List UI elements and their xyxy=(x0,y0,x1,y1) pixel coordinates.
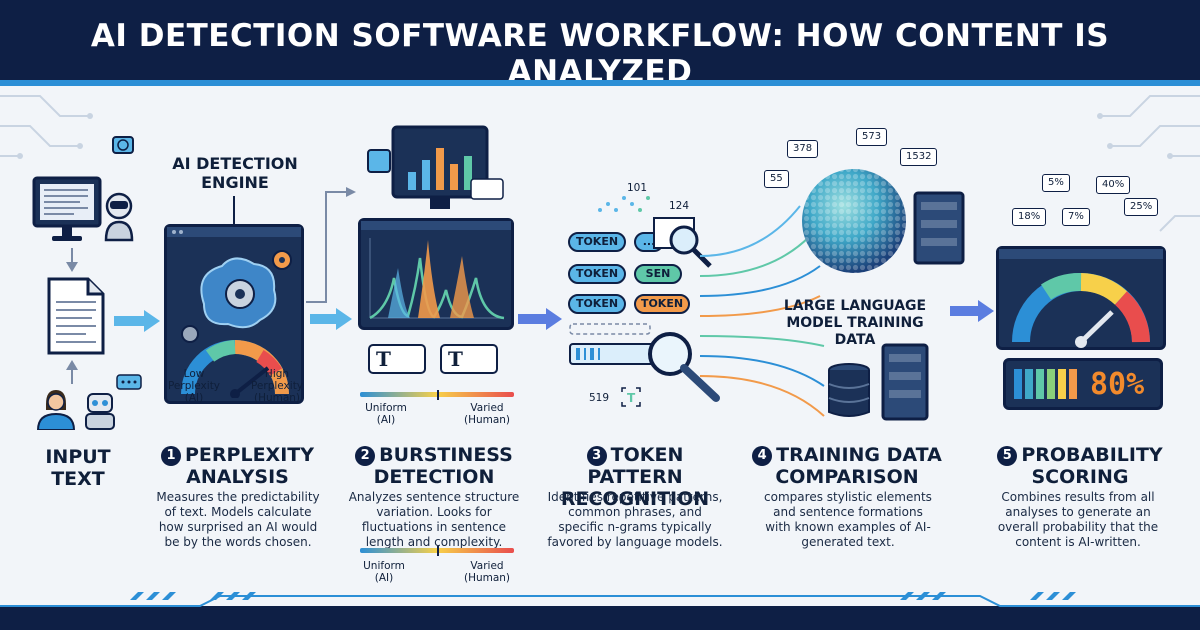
stage-4-description: compares stylistic elements and sentence… xyxy=(764,490,932,549)
score-chip-1: 5% xyxy=(1042,174,1070,192)
flow-arrow-3 xyxy=(518,308,562,330)
token-row-2-left: TOKEN xyxy=(568,264,626,284)
server-rack-top-icon xyxy=(913,191,965,265)
circuit-decoration xyxy=(0,95,1200,232)
llm-chip-1: 378 xyxy=(787,140,819,158)
database-icon xyxy=(828,363,870,417)
data-flow-lines xyxy=(700,205,825,417)
stage-1-description: Measures the predictability of text. Mod… xyxy=(156,490,320,549)
page-title: AI DETECTION SOFTWARE WORKFLOW: HOW CONT… xyxy=(90,18,1110,90)
token-number-124: 124 xyxy=(668,200,690,212)
burstiness-scale-top xyxy=(360,390,514,400)
score-chip-2: 18% xyxy=(1012,208,1047,226)
stage-3-number: 3 xyxy=(586,446,607,466)
pattern-magnifier-icon xyxy=(569,323,720,402)
computer-monitor-icon xyxy=(32,176,102,241)
input-text-title: INPUT TEXT xyxy=(45,446,111,490)
globe-chat-icon xyxy=(112,136,134,154)
score-chip-3: 7% xyxy=(1062,208,1090,226)
stage-5-description: Combines results from all analyses to ge… xyxy=(997,490,1159,549)
engine-label: AI DETECTION ENGINE xyxy=(172,154,298,192)
svg-text:T: T xyxy=(627,391,636,405)
token-magnifier-icon xyxy=(653,217,712,268)
burstiness-scale-bottom xyxy=(360,546,514,556)
level-bars-icon xyxy=(1014,369,1077,399)
scale-tag-icon xyxy=(470,178,504,200)
text-select-icon: T xyxy=(621,387,641,407)
scale-top-uniform-label: Uniform (AI) xyxy=(365,402,407,426)
token-row-3-left: TOKEN xyxy=(568,294,626,314)
perplexity-gauge xyxy=(181,340,289,398)
llm-chip-2: 573 xyxy=(856,128,888,146)
llm-training-label: LARGE LANGUAGE MODEL TRAINING DATA xyxy=(783,298,927,348)
header-accent-line xyxy=(0,80,1200,86)
document-icon xyxy=(47,277,105,355)
header-bar: AI DETECTION SOFTWARE WORKFLOW: HOW CONT… xyxy=(0,0,1200,90)
ai-robot-icon xyxy=(85,393,115,430)
scale-bottom-uniform-label: Uniform (AI) xyxy=(363,560,405,584)
brain-gears-icon xyxy=(167,227,301,343)
scale-top-varied-label: Varied (Human) xyxy=(463,402,511,426)
probability-value: 80% xyxy=(1090,367,1145,402)
token-row-2-right: SEN xyxy=(634,264,682,284)
sentence-bubble-left: T xyxy=(368,344,426,374)
probability-display: 80% xyxy=(1003,358,1163,410)
probability-gauge xyxy=(999,249,1163,348)
flow-arrow-4 xyxy=(950,300,994,322)
workflow-canvas: INPUT TEXT AI DETECTION ENGINE Low Perpl… xyxy=(0,86,1200,606)
llm-chip-3: 1532 xyxy=(900,148,938,166)
stage-2-number: 2 xyxy=(355,446,376,466)
engine-connector xyxy=(233,196,235,226)
gauge-low-label: Low Perplexity (AI) xyxy=(167,368,221,404)
flow-arrow-2 xyxy=(306,187,356,330)
stage-2-description: Analyzes sentence structure variation. L… xyxy=(348,490,520,549)
stage-1-number: 1 xyxy=(161,446,181,466)
token-row-3-right: TOKEN xyxy=(634,294,690,314)
stage-3-description: Identifies repetitive patterns, common p… xyxy=(547,490,723,549)
token-row-1-left: TOKEN xyxy=(568,232,626,252)
binary-dots xyxy=(598,196,650,212)
llm-data-sphere xyxy=(802,169,906,273)
token-number-519: 519 xyxy=(588,392,610,404)
sentence-bubble-right: T xyxy=(440,344,498,374)
edit-note-icon xyxy=(367,149,391,173)
burstiness-chart xyxy=(361,221,511,320)
flow-arrow-1 xyxy=(114,310,160,332)
human-user-icon xyxy=(36,390,76,430)
arrow-down-icon xyxy=(66,248,78,272)
footer-bar xyxy=(0,606,1200,630)
arrow-up-icon xyxy=(66,360,78,384)
scale-bottom-varied-label: Varied (Human) xyxy=(463,560,511,584)
robot-avatar-icon xyxy=(104,192,134,242)
score-chip-5: 25% xyxy=(1124,198,1159,216)
stage-5-number: 5 xyxy=(997,446,1018,466)
token-number-101: 101 xyxy=(626,182,648,194)
chat-bubble-icon xyxy=(116,374,142,390)
footer-stripes-decoration xyxy=(0,592,1200,607)
score-chip-4: 40% xyxy=(1096,176,1131,194)
small-monitor-icon xyxy=(391,125,489,209)
stage-4-number: 4 xyxy=(752,446,773,466)
gauge-high-label: High Perplexity (Human) xyxy=(250,368,304,404)
server-rack-bottom-icon xyxy=(881,343,929,421)
llm-chip-4: 55 xyxy=(764,170,789,188)
